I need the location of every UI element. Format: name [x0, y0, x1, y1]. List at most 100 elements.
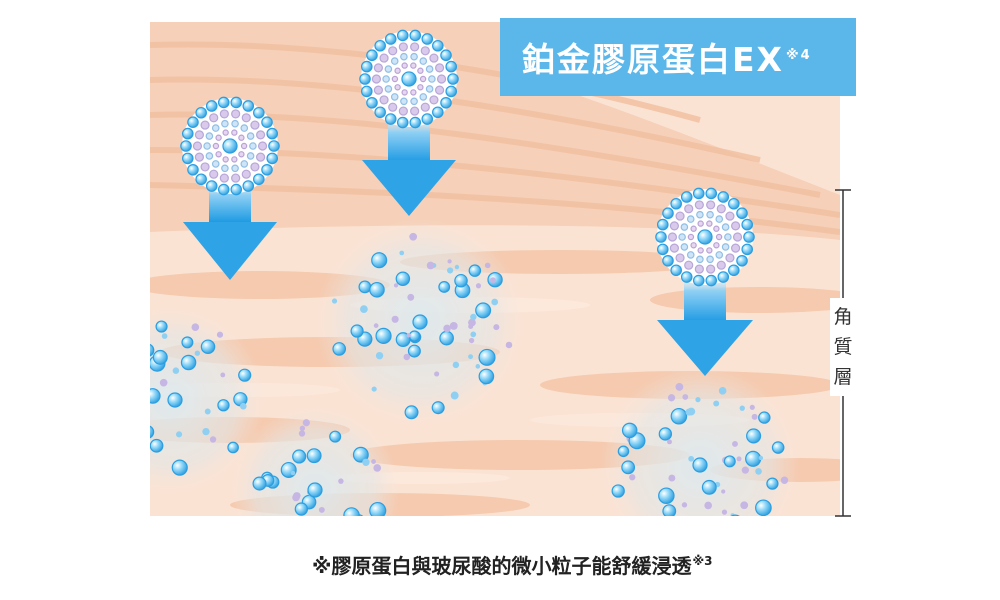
- dispersed-center-particle: [307, 482, 323, 498]
- dispersed-particle: [505, 341, 513, 349]
- collagen-particle: [238, 134, 245, 141]
- collagen-particle: [384, 33, 397, 45]
- collagen-particle: [705, 274, 718, 287]
- collagen-particle: [429, 95, 439, 105]
- dispersed-particle: [468, 318, 476, 327]
- title-footnote-mark: ※4: [786, 48, 812, 63]
- collagen-particle: [686, 251, 695, 259]
- dispersed-particle: [671, 527, 677, 533]
- collagen-particle: [261, 116, 273, 129]
- dispersed-particle: [204, 408, 211, 415]
- collagen-particle: [266, 152, 279, 165]
- collagen-particle: [219, 173, 229, 183]
- collagen-particle: [230, 96, 243, 109]
- collagen-particle: [667, 232, 678, 242]
- collagen-particle: [384, 65, 393, 73]
- collagen-particle: [697, 247, 704, 254]
- collagen-particle: [445, 85, 458, 98]
- dispersed-particle: [766, 477, 779, 490]
- collagen-particle: [728, 197, 740, 210]
- collagen-particle: [428, 75, 436, 83]
- collagen-particle: [425, 65, 434, 73]
- collagen-particle: [706, 200, 716, 210]
- collagen-particle: [717, 191, 730, 203]
- collagen-particle: [379, 95, 389, 105]
- collagen-particle: [421, 113, 434, 125]
- collagen-particle: [373, 63, 384, 73]
- dispersed-particle: [478, 348, 496, 366]
- dispersed-particle: [447, 259, 452, 264]
- dispersed-particle: [332, 342, 347, 356]
- dispersed-particle: [452, 361, 460, 369]
- collagen-particle: [706, 220, 713, 227]
- collagen-particle: [724, 233, 732, 241]
- dispersed-particle: [751, 413, 758, 420]
- collagen-particle: [715, 215, 724, 223]
- collagen-particle: [209, 113, 219, 123]
- dispersed-particle: [736, 456, 742, 462]
- collagen-particle: [250, 120, 260, 130]
- dispersed-particle: [730, 514, 740, 516]
- collagen-particle: [692, 187, 705, 200]
- dispersed-particle: [658, 487, 675, 504]
- dispersed-particle: [135, 457, 140, 462]
- dispersed-particle: [150, 388, 161, 404]
- collagen-particle: [741, 218, 754, 231]
- dispersed-particle: [670, 407, 688, 425]
- collagen-particle: [200, 120, 210, 130]
- dispersed-particle: [667, 394, 676, 402]
- dispersed-particle: [209, 436, 217, 443]
- collagen-particle: [200, 162, 210, 172]
- collagen-particle: [445, 60, 458, 73]
- collagen-particle: [736, 254, 748, 267]
- collagen-particle: [410, 42, 420, 52]
- collagen-particle: [257, 141, 268, 151]
- dispersed-particle: [318, 506, 325, 513]
- collagen-particle: [241, 113, 251, 123]
- dispersed-particle: [404, 405, 419, 420]
- dispersed-particle: [133, 337, 138, 342]
- collagen-particle: [670, 264, 682, 277]
- cluster-core-particle: [222, 138, 238, 154]
- collagen-particle: [195, 106, 207, 119]
- collagen-particle: [409, 29, 422, 42]
- collagen-particle: [390, 57, 399, 65]
- dispersed-particle: [113, 410, 120, 417]
- dispersed-particle: [406, 333, 411, 338]
- dispersed-particle: [373, 323, 379, 329]
- dispersed-particle: [200, 339, 216, 355]
- collagen-particle: [231, 119, 239, 128]
- collagen-particle: [360, 85, 373, 98]
- dispersed-particle: [468, 264, 482, 277]
- dispersed-particle: [294, 502, 309, 516]
- dispersed-particle: [393, 283, 399, 288]
- dispersed-particle: [239, 402, 247, 410]
- collagen-particle: [696, 255, 704, 264]
- collagen-particle: [705, 187, 718, 200]
- dispersed-particle: [484, 262, 491, 269]
- collagen-particle: [690, 225, 697, 232]
- collagen-particle: [253, 173, 265, 186]
- collagen-particle: [690, 242, 697, 249]
- collagen-particle: [242, 180, 255, 192]
- dispersed-particle: [171, 459, 188, 476]
- dispersed-particle: [475, 283, 482, 289]
- dispersed-particle: [114, 360, 120, 366]
- collagen-particle: [181, 152, 194, 165]
- dispersed-particle: [181, 336, 194, 349]
- dispersed-particle: [704, 501, 712, 510]
- dispersed-particle: [130, 347, 136, 353]
- collagen-particle: [181, 127, 194, 140]
- collagen-particle: [432, 106, 444, 119]
- caption: ※膠原蛋白與玻尿酸的微小粒子能舒緩浸透※3: [312, 554, 713, 578]
- dispersed-particle: [292, 493, 300, 502]
- collagen-particle: [675, 253, 685, 263]
- dispersed-particle: [159, 378, 168, 387]
- collagen-particle: [680, 271, 693, 283]
- dispersed-particle: [658, 427, 673, 441]
- collagen-particle: [246, 132, 255, 140]
- collagen-particle: [194, 152, 205, 162]
- collagen-particle: [675, 211, 685, 221]
- dispersed-particle: [718, 529, 732, 543]
- dispersed-particle: [668, 474, 676, 482]
